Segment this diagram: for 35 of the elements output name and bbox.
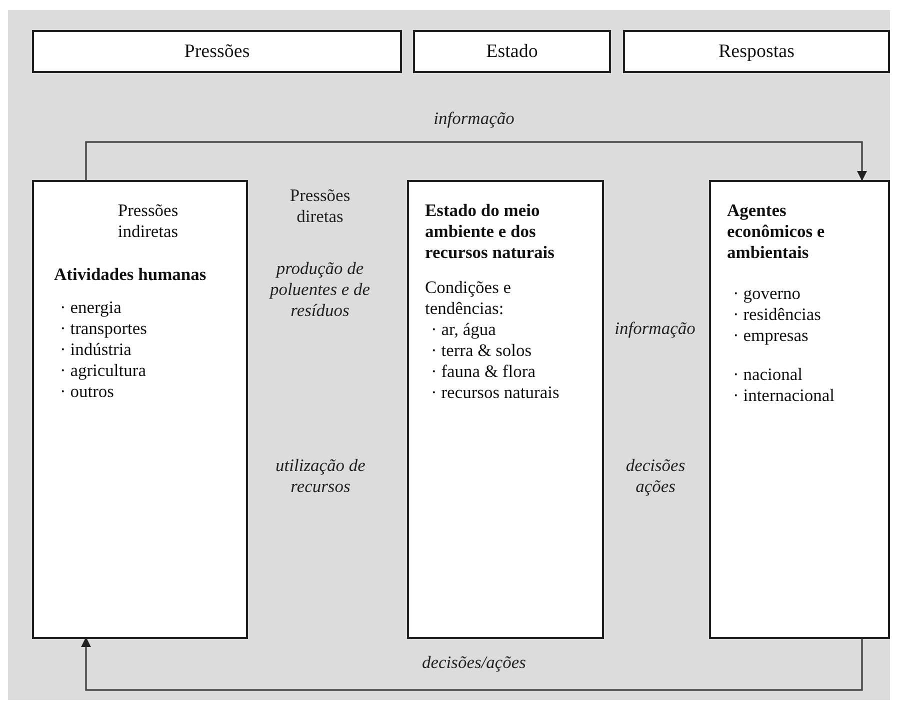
arrow — [85, 141, 867, 181]
flow-label: Pressões diretas — [288, 185, 352, 227]
content-box — [709, 180, 890, 639]
flow-label: produção de poluentes e de resíduos — [268, 258, 372, 321]
content-box — [32, 180, 248, 639]
header-text: Pressões — [184, 40, 250, 62]
box-heading: Agentes econômicos e ambientais — [727, 200, 826, 263]
list-item: · transportes — [59, 318, 148, 339]
header-box — [413, 30, 611, 73]
flow-label: utilização de recursos — [274, 455, 366, 497]
header-text: Estado — [486, 40, 538, 62]
list-item: · agricultura — [59, 360, 147, 381]
flow-label: decisões ações — [624, 455, 686, 497]
list-item: · governo — [732, 283, 802, 304]
box-text: Pressões indiretas — [116, 200, 180, 242]
list-item: · recursos naturais — [430, 382, 560, 403]
list-item: · nacional — [732, 364, 804, 385]
arrow — [81, 637, 863, 691]
list-item: · terra & solos — [430, 340, 533, 361]
list-item: · empresas — [732, 325, 810, 346]
header-text: Respostas — [718, 40, 794, 62]
list-item: · outros — [59, 381, 115, 402]
box-heading: Estado do meio ambiente e dos recursos naturais — [425, 200, 556, 263]
list-item: · residências — [732, 304, 822, 325]
list-item: · indústria — [59, 339, 132, 360]
list-item: · fauna & flora — [430, 361, 536, 382]
box-heading: Atividades humanas — [54, 264, 208, 285]
list-item: · ar, água — [430, 319, 497, 340]
list-item: · internacional — [732, 385, 836, 406]
header-box — [623, 30, 890, 73]
content-box — [407, 180, 604, 639]
flow-label: informação — [614, 318, 696, 339]
header-box — [32, 30, 402, 73]
list-item: · energia — [59, 297, 122, 318]
box-text: Condições e tendências: — [425, 277, 512, 319]
